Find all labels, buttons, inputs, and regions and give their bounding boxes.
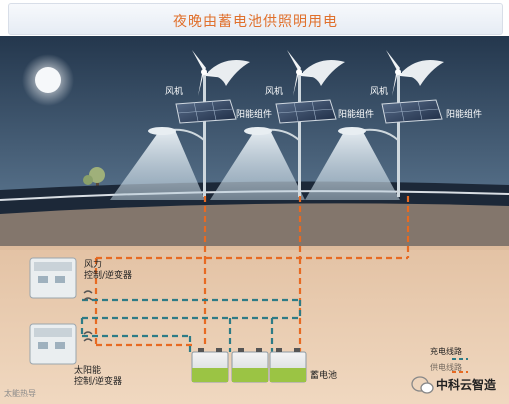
solar-label-3: 阳能组件 — [446, 110, 483, 120]
battery-1 — [191, 348, 229, 383]
solar-label-2: 阳能组件 — [338, 110, 375, 120]
wind-turbine-2 — [287, 50, 345, 96]
solar-controller-box — [29, 323, 93, 365]
ground-edge — [0, 203, 509, 250]
lamp-head-2 — [244, 127, 300, 141]
pole-3 — [397, 72, 400, 197]
legend-supply-label: 供电线路 — [430, 363, 462, 372]
diagram-title: 夜晚由蓄电池供照明用电 — [173, 14, 338, 30]
tree-icon — [83, 167, 105, 190]
lamp-beam-2 — [210, 130, 305, 200]
wind-label-2: 风机 — [265, 87, 284, 97]
wechat-logo-icon — [411, 376, 434, 394]
solar-controller-label-line1: 太阳能 — [74, 366, 102, 376]
moon-icon — [35, 67, 61, 93]
watermark-left: 太能热导 — [4, 389, 36, 398]
battery-label: 蓄电池 — [310, 371, 338, 381]
lamp-head-3 — [338, 127, 399, 141]
lamp-beam-3 — [305, 130, 400, 200]
solar-panel-1 — [175, 99, 237, 124]
wind-label-3: 风机 — [370, 87, 389, 97]
wind-controller-label-line1: 风力 — [84, 260, 103, 270]
lamp-head-1 — [148, 127, 205, 141]
wind-controller-label-line2: 控制/逆变器 — [84, 271, 133, 281]
pole-2 — [298, 72, 301, 197]
lamp-beam-1 — [110, 130, 205, 200]
solar-panel-3 — [381, 99, 443, 124]
solar-panel-2 — [275, 99, 337, 124]
wind-turbine-1 — [192, 50, 250, 96]
solar-controller-label-line2: 控制/逆变器 — [74, 377, 123, 387]
battery-2 — [231, 348, 269, 383]
legend-charging-label: 充电线路 — [430, 347, 462, 356]
charging-lines — [80, 298, 302, 352]
battery-3 — [269, 348, 307, 383]
watermark-right: 中科云智造 — [436, 378, 497, 392]
wind-controller-box — [29, 257, 93, 301]
pole-1 — [203, 72, 206, 197]
wind-label-1: 风机 — [165, 87, 184, 97]
wind-turbine-3 — [386, 50, 444, 96]
title-bar: 夜晚由蓄电池供照明用电 — [8, 3, 503, 35]
solar-label-1: 阳能组件 — [236, 110, 273, 120]
